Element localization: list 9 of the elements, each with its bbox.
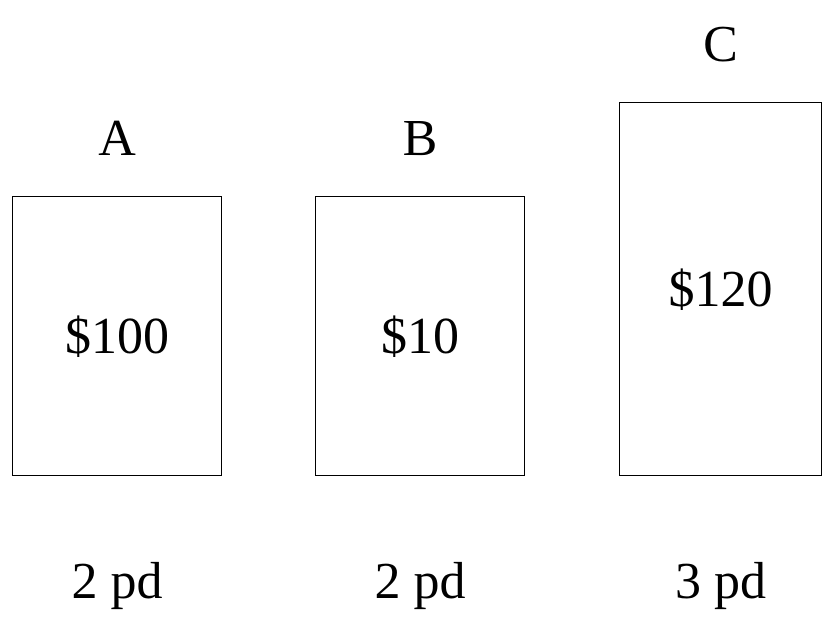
box-heading: C [702, 15, 739, 75]
duration-label: 3 pd [674, 552, 767, 612]
duration-label: 2 pd [374, 552, 466, 612]
price-text: $10 [380, 307, 460, 367]
price-text: $100 [64, 307, 170, 367]
price-text: $120 [668, 260, 774, 320]
duration-label: 2 pd [70, 552, 164, 612]
box-heading: A [97, 109, 137, 169]
box-heading: B [402, 109, 438, 169]
